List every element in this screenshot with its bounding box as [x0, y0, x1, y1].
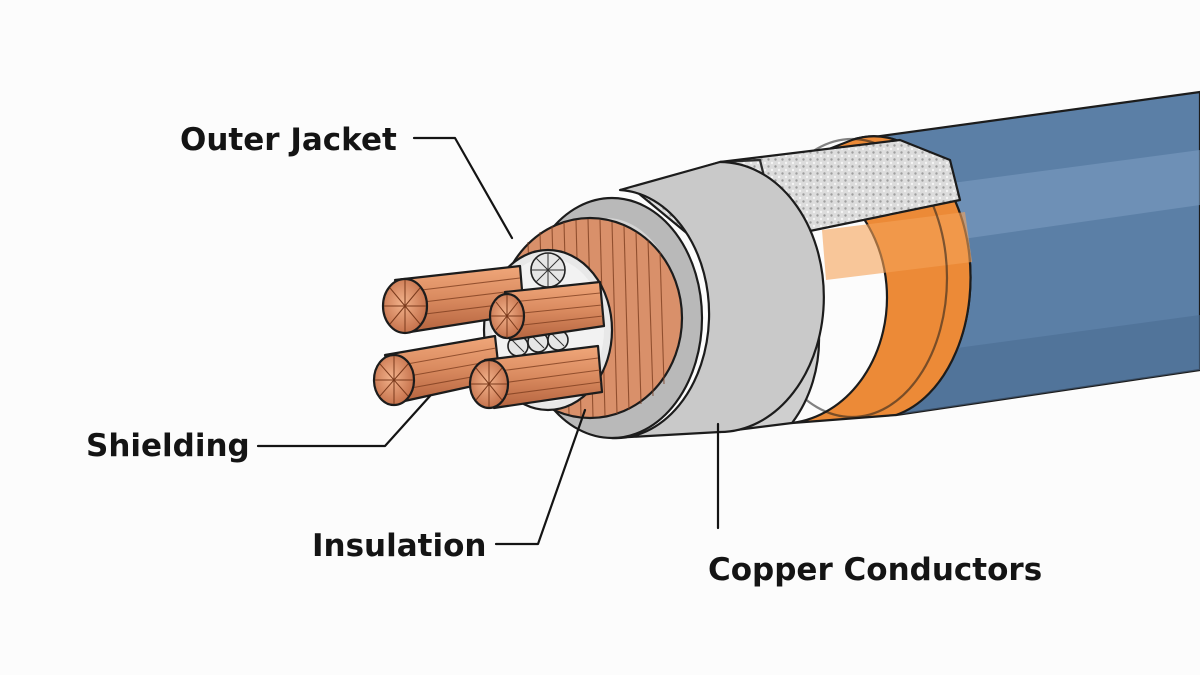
- leader-outer-jacket: [412, 136, 514, 240]
- conductor-2: [488, 280, 606, 342]
- copper-conductors: [372, 264, 606, 410]
- conductor-4: [468, 344, 604, 410]
- label-outer-jacket: Outer Jacket: [180, 122, 397, 158]
- leader-shielding: [256, 394, 432, 448]
- core-filler: [507, 252, 569, 357]
- label-shielding: Shielding: [86, 428, 250, 464]
- label-copper-conductors: Copper Conductors: [708, 552, 1042, 588]
- leader-insulation: [494, 408, 587, 546]
- label-insulation: Insulation: [312, 528, 486, 564]
- leader-lines: [256, 136, 720, 546]
